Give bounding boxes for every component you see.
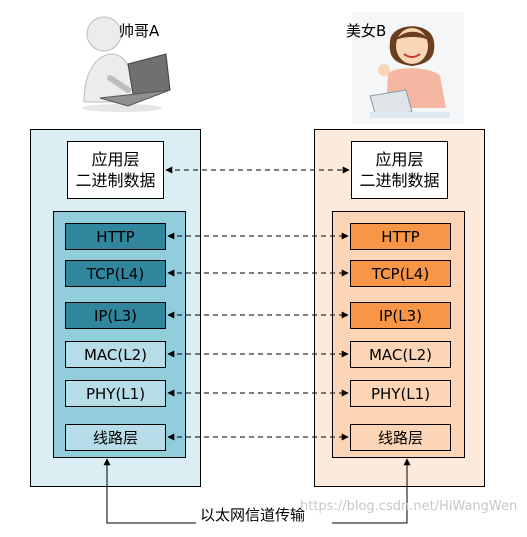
host-b-tcp-layer: TCP(L4) — [350, 260, 451, 287]
person-a-illustration — [70, 12, 175, 112]
host-a-stack — [53, 211, 186, 458]
http-layer-label: HTTP — [96, 227, 135, 246]
mac-layer-label: MAC(L2) — [368, 345, 433, 364]
phy-layer-label: PHY(L1) — [85, 384, 146, 403]
host-b-phy-layer: PHY(L1) — [350, 380, 451, 407]
host-b-http-layer: HTTP — [350, 223, 451, 250]
ethernet-channel-label-bg — [196, 503, 332, 525]
host-a-mac-layer: MAC(L2) — [65, 341, 166, 368]
watermark-text: https://blog.csdn.net/HiWangWen — [300, 499, 518, 514]
http-layer-label: HTTP — [381, 227, 420, 246]
host-b-stack — [332, 211, 465, 458]
host-a-http-layer: HTTP — [65, 223, 166, 250]
ip-layer-label: IP(L3) — [93, 306, 138, 325]
host-b-mac-layer: MAC(L2) — [350, 341, 451, 368]
app-layer-title: 应用层 — [375, 150, 424, 169]
line-layer-label: 线路层 — [92, 429, 138, 447]
phy-layer-label: PHY(L1) — [370, 384, 431, 403]
woman-at-laptop-icon — [352, 12, 464, 124]
host-a-ip-layer: IP(L3) — [65, 302, 166, 329]
host-a-phy-layer: PHY(L1) — [65, 380, 166, 407]
host-a-tcp-layer: TCP(L4) — [65, 260, 166, 287]
app-layer-subtitle: 二进制数据 — [75, 171, 156, 190]
app-layer-subtitle: 二进制数据 — [359, 171, 440, 190]
ip-layer-label: IP(L3) — [378, 306, 423, 325]
host-b-line-layer: 线路层 — [350, 424, 451, 451]
line-layer-label: 线路层 — [377, 429, 423, 447]
person-b-illustration — [352, 12, 464, 124]
tcp-layer-label: TCP(L4) — [86, 264, 145, 283]
mac-layer-label: MAC(L2) — [83, 345, 148, 364]
host-b-ip-layer: IP(L3) — [350, 302, 451, 329]
person-a-label: 帅哥A — [119, 22, 160, 40]
ethernet-channel-label: 以太网信道传输 — [200, 506, 306, 524]
person-b-label: 美女B — [346, 22, 387, 40]
app-layer-title: 应用层 — [91, 150, 140, 169]
tcp-layer-label: TCP(L4) — [371, 264, 430, 283]
host-b-app-layer: 应用层 二进制数据 — [351, 141, 448, 199]
person-at-laptop-icon — [82, 16, 171, 112]
host-a-app-layer: 应用层 二进制数据 — [67, 141, 164, 199]
host-a-line-layer: 线路层 — [65, 424, 166, 451]
